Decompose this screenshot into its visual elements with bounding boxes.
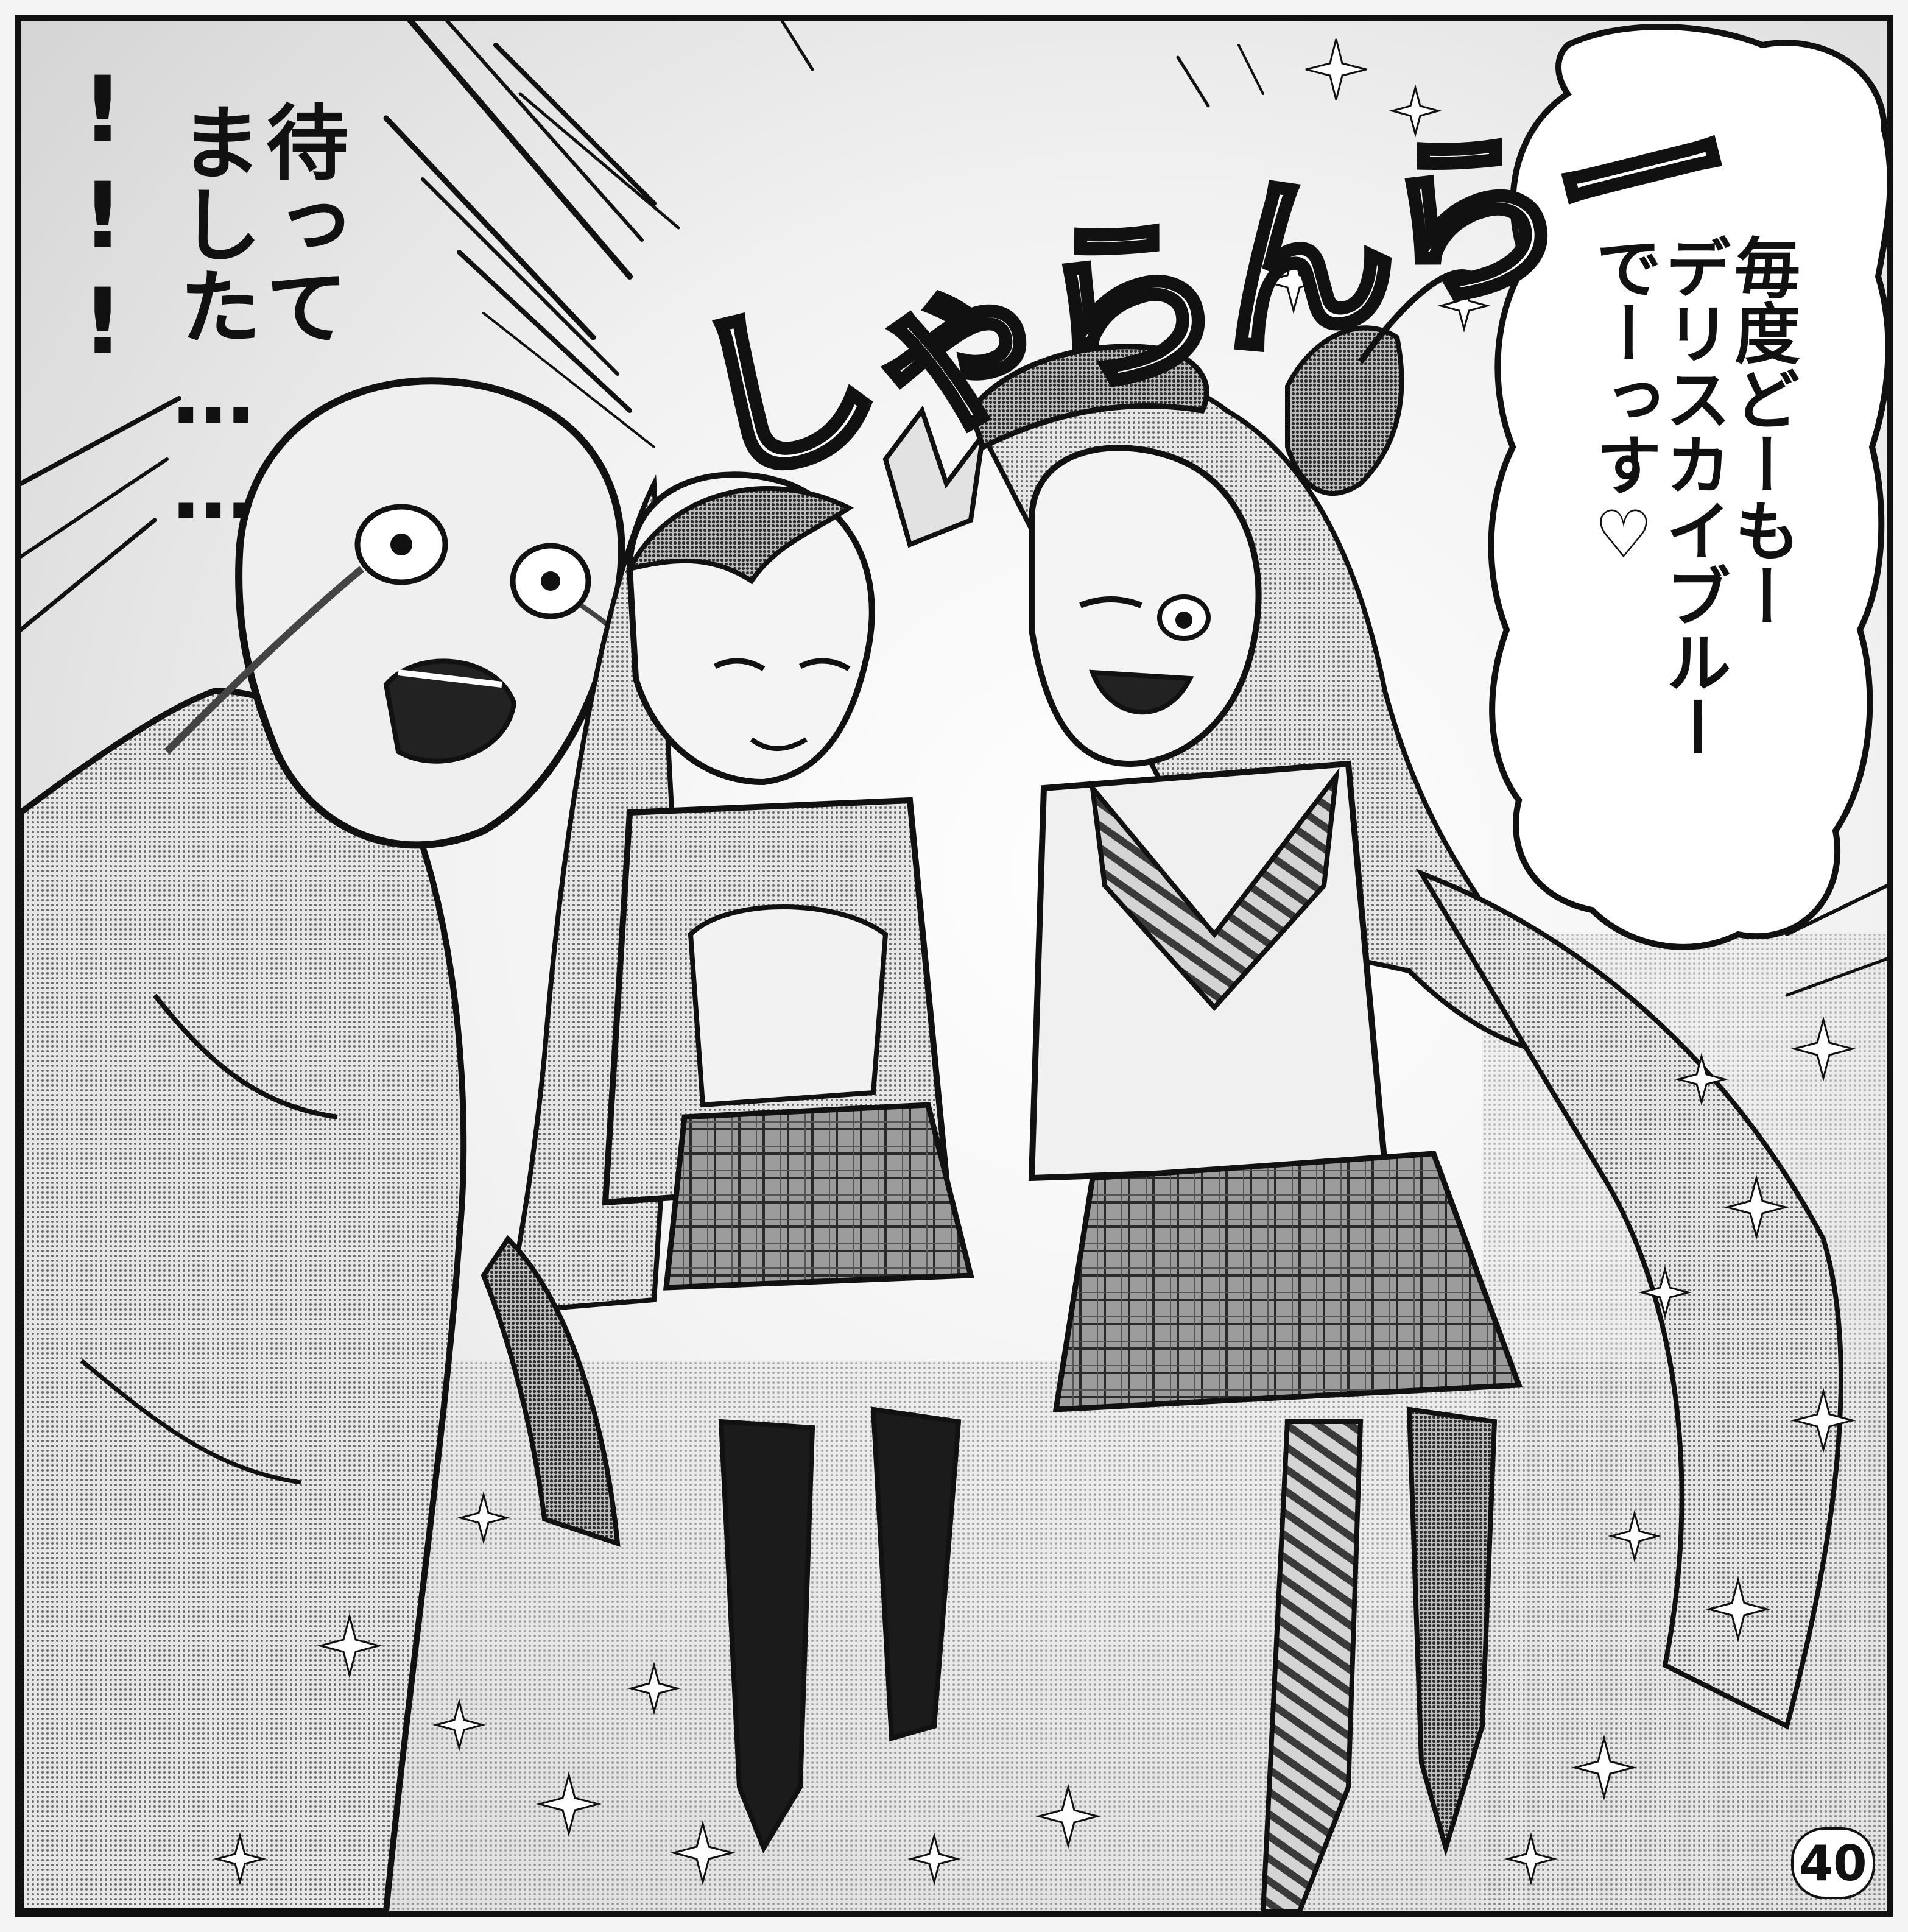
speech-balloon [1488,24,1887,950]
sparkles [213,38,1856,1886]
bald-man [21,377,625,1911]
girl-right [967,269,1843,1911]
panel-artwork [21,21,1887,1911]
man-dialogue: 待って ました…… [165,100,348,538]
exclamation-marks: !!! [49,57,156,375]
girl-left [481,405,985,1853]
girl-dialogue: 毎度どーもー デリスカイブルー でーっす♡ [1585,234,1800,760]
page-number: 40 [1791,1827,1875,1899]
speed-lines [21,21,1887,997]
manga-panel: しゃらんらー !!! 待って ました…… 毎度どーもー デリスカイブルー でーっ… [15,15,1893,1917]
